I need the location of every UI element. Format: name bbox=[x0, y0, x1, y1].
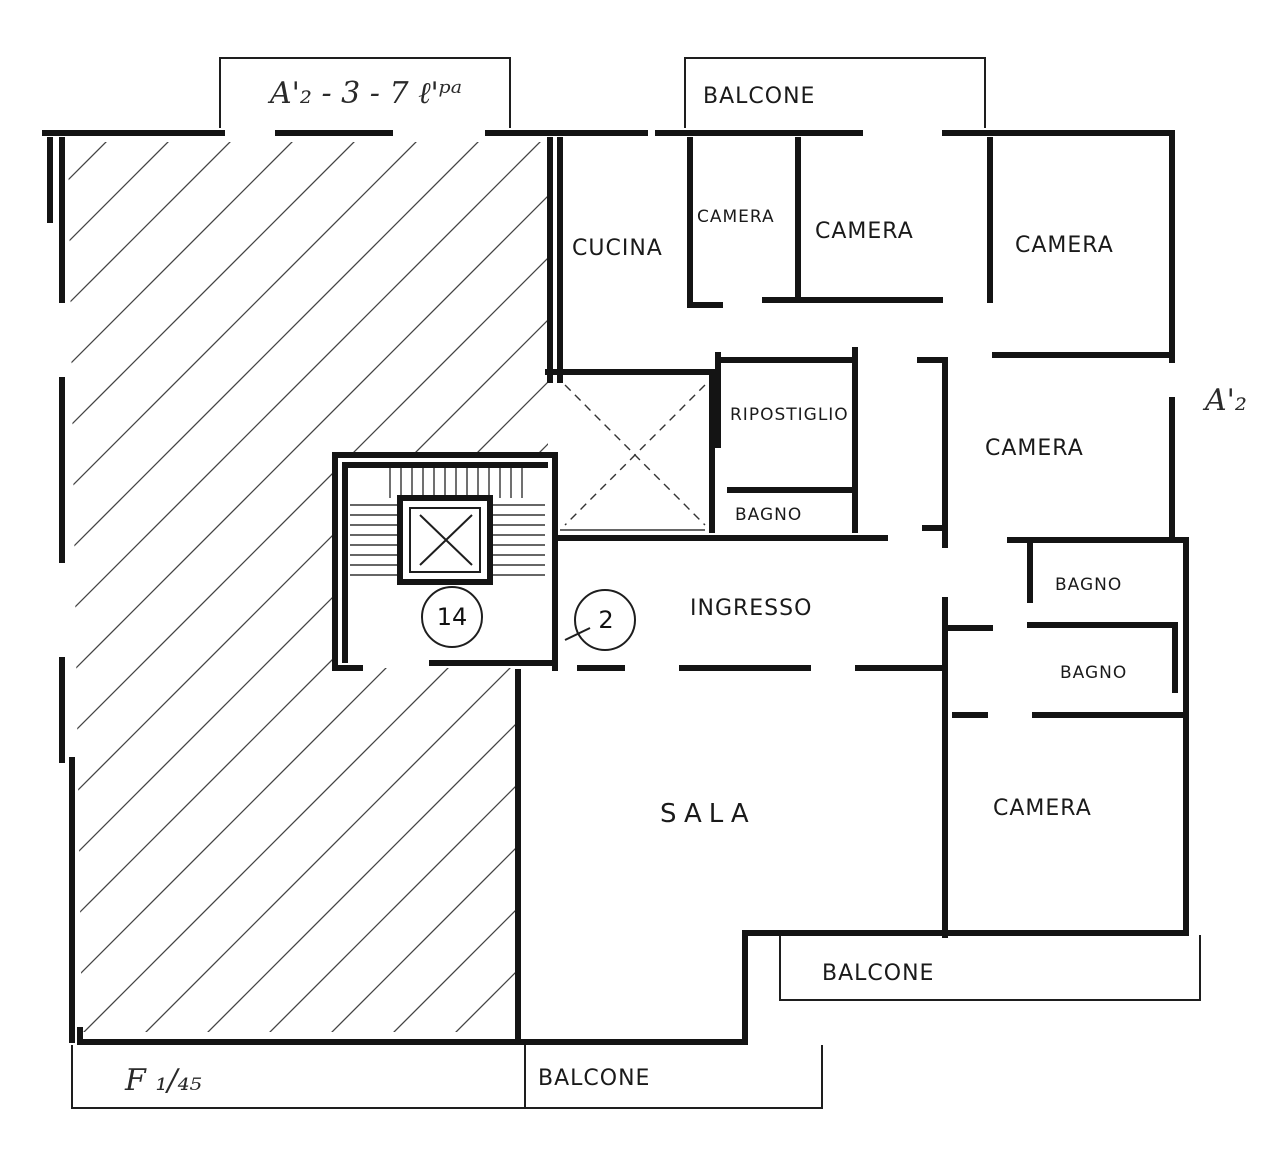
hatch-line bbox=[263, 142, 548, 1032]
hatch-line bbox=[0, 100, 24, 1100]
room-label-ingresso: INGRESSO bbox=[690, 596, 812, 621]
hatch-line bbox=[68, 142, 211, 1032]
apartment-unit-number: 2 bbox=[598, 606, 613, 634]
hatch-line bbox=[1132, 100, 1280, 1100]
stair-unit-number: 14 bbox=[437, 603, 468, 631]
room-label-sala: SALA bbox=[660, 799, 756, 829]
balcony-outlines bbox=[71, 57, 1201, 1109]
elevator-shaft bbox=[397, 495, 493, 585]
handwritten-note-top-left: A'₂ - 3 - 7 ℓ'ᵖᵃ bbox=[267, 76, 462, 111]
room-label-ripostiglio: RIPOSTIGLIO bbox=[730, 405, 849, 425]
balcony-label-top: BALCONE bbox=[703, 84, 815, 109]
room-label-camera-top-middle: CAMERA bbox=[815, 219, 914, 244]
outer-walls bbox=[42, 130, 1189, 1045]
unit-number-circle bbox=[421, 586, 483, 648]
hatch-line bbox=[1256, 100, 1280, 1100]
hatch-line bbox=[68, 142, 273, 1032]
hatch-line bbox=[77, 142, 548, 1032]
hatch-line bbox=[68, 142, 548, 1032]
hatch-line bbox=[325, 142, 548, 1032]
apartment-unit-marker: 2 bbox=[564, 589, 636, 651]
stairwell: 14 bbox=[332, 452, 558, 671]
balcony-label-bottom-right: BALCONE bbox=[822, 961, 934, 986]
light-well bbox=[560, 384, 706, 531]
hatch-line bbox=[68, 142, 548, 1032]
hatch-line bbox=[201, 142, 548, 1032]
hatch-line bbox=[68, 142, 459, 1032]
room-label-bagno-right-upper: BAGNO bbox=[1055, 575, 1122, 595]
room-label-camera-top-right: CAMERA bbox=[1015, 233, 1114, 258]
handwritten-note-bottom-left: F ₁/₄₅ bbox=[124, 1063, 202, 1098]
balcony-label-bottom: BALCONE bbox=[538, 1066, 650, 1091]
handwritten-notes: A'₂ - 3 - 7 ℓ'ᵖᵃ A'₂ F ₁/₄₅ bbox=[124, 76, 1247, 1098]
room-label-bagno-center: BAGNO bbox=[735, 505, 802, 525]
room-label-camera-small: CAMERA bbox=[697, 207, 775, 227]
handwritten-note-right: A'₂ bbox=[1202, 383, 1247, 418]
hatch-line bbox=[68, 142, 335, 1032]
room-label-camera-bottom-right: CAMERA bbox=[993, 796, 1092, 821]
hatch-line bbox=[139, 142, 548, 1032]
interior-walls bbox=[515, 137, 1189, 1043]
hatch-line bbox=[68, 142, 397, 1032]
hatch-line bbox=[68, 142, 548, 1032]
hatch-line bbox=[1194, 100, 1280, 1100]
hatch-line bbox=[68, 142, 521, 1032]
hatch-line bbox=[68, 142, 548, 1032]
room-label-cucina: CUCINA bbox=[572, 236, 663, 261]
room-labels: CUCINA CAMERA CAMERA CAMERA RIPOSTIGLIO … bbox=[538, 84, 1127, 1091]
hatch-line bbox=[68, 142, 548, 1032]
room-label-bagno-right-lower: BAGNO bbox=[1060, 663, 1127, 683]
hatch-line bbox=[387, 142, 548, 1032]
room-label-camera-right: CAMERA bbox=[985, 436, 1084, 461]
